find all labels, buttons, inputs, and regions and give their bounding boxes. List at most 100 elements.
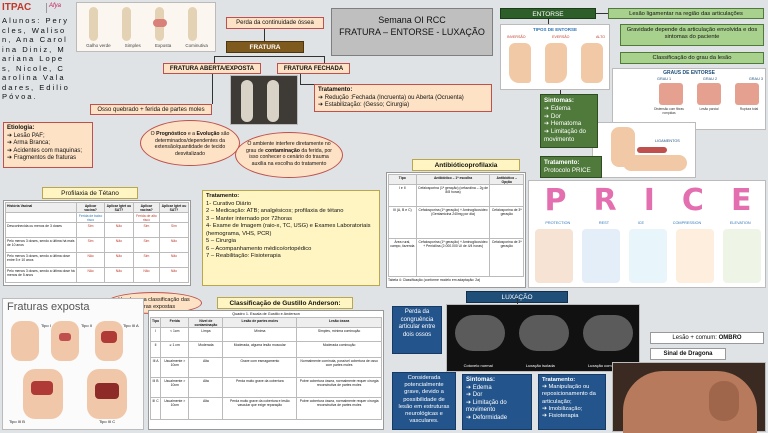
table-header: Tipo [149, 317, 162, 328]
exposta-label: Tipo III B [9, 419, 25, 424]
sintoma-item: Edema [466, 385, 528, 393]
table-cell: Perda muito grave da cobertura e lesão v… [222, 397, 298, 420]
table-row: III B Usualmente > 10cm Alta Perda muito… [149, 377, 382, 398]
table-cell: III (A, B e C) [388, 206, 417, 239]
sintoma-item: Limitação do movimento [544, 128, 594, 144]
table-row: II ≥ 1 cm Moderada Moderada, alguma lesã… [149, 341, 382, 358]
price-label: ELEVATION [729, 221, 751, 225]
tratamento-title: Tratamento: [206, 193, 240, 199]
sintoma-item: Dor [466, 392, 528, 400]
price-label: PROTECTION [545, 221, 571, 225]
antibiotico-title: Antibióticoprofilaxia [412, 159, 520, 171]
table-cell: Cefalosporina de 3ª geração [489, 206, 524, 239]
etiologia-box: Etiologia: Lesão PAF; Arma Branca; Acide… [3, 122, 93, 168]
ambiente-oval: O ambiente interfere diretamente no grau… [235, 132, 343, 178]
table-cell: Desconhecida ou menos de 3 doses [4, 222, 78, 238]
table-header: Aplicar Igtet ou SAT? [158, 202, 190, 213]
table-row: Pelo menos 3 doses, sendo a última dose … [4, 267, 190, 283]
grau-label: GRAU 2 [702, 77, 718, 81]
table-cell: Cefalosporina (1ª geração) (cefazolina –… [415, 184, 491, 207]
luxacao-perda-box: Perda da congruência articular entre doi… [392, 306, 442, 354]
table-cell: I [149, 327, 162, 342]
tipo-entorse-label: EVERSÃO [552, 35, 570, 39]
tetano-table: História Vacinal Aplicar vacina? Aplicar… [3, 200, 191, 286]
table-cell: Moderada [188, 341, 224, 358]
table-header: Aplicar vacina? [76, 202, 105, 213]
table-cell: Pelo menos 3 doses, sendo a última dose … [4, 267, 78, 283]
tipos-entorse-title: TIPOS DE ENTORSE [533, 27, 577, 32]
afya-logo: Afya [46, 3, 70, 13]
table-cell: Cefalosporina (1ª geração) + Aminoglicos… [415, 206, 491, 239]
tratamento-item: Redução :Fechada (Incruenta) ou Aberta (… [318, 95, 488, 103]
entorse-tratamento-box: Tratamento: Protocolo PRICE [540, 156, 602, 178]
price-label: ICE [637, 221, 645, 225]
table-header: Lesão óssea [296, 317, 382, 328]
tratamento-step: 1- Curativo Diário [206, 200, 252, 207]
table-cell: Alta [188, 357, 224, 378]
sintoma-item: Limitação do movimento [466, 400, 528, 415]
etiologia-item: Acidentes com maquinas; [7, 148, 89, 156]
tratamento-step: 2 – Medicação: ATB; analgésicos; profila… [206, 208, 344, 215]
table-cell: Não [158, 267, 190, 283]
price-letter: I [643, 183, 655, 218]
tratamento-title: Tratamento: [318, 87, 353, 93]
tratamento-step: 7 – Reabilitação: Fisioterapia [206, 253, 281, 260]
table-cell: Usualmente > 10cm [160, 397, 190, 420]
table-subheader: Ferida de baixo risco [76, 212, 105, 223]
table-cell: Pobre cobertura óssea, normalmente reque… [296, 397, 382, 420]
table-cell: < 1cm [160, 327, 190, 342]
table-cell: Usualmente > 10cm [160, 357, 190, 378]
prognostico-text: O [150, 131, 157, 137]
table-cell: Normalmente cominuta, possível cobertura… [296, 357, 382, 378]
entorse-gravidade-box: Gravidade depende da articulação envolvi… [620, 24, 764, 46]
tratamento-title: Tratamento: [542, 377, 576, 383]
table-cell: Não [103, 222, 134, 238]
tratamento-step: 3 – Manter internado por 72horas [206, 215, 293, 222]
title-line2: FRATURA – ENTORSE - LUXAÇÃO [339, 27, 485, 37]
table-header: Nível de contaminação [188, 317, 224, 328]
luxacao-considerada-box: Considerada potencialmente grave, devido… [392, 372, 456, 430]
grau-desc: Distensão com fibras rompidas [654, 107, 684, 115]
ambiente-text: O ambiente interfere diretamente no grau… [246, 141, 331, 154]
table-cell: Não [103, 267, 134, 283]
prognostico-text: são determinados/dependentes da extensão… [154, 131, 230, 157]
sintoma-item: Edema [544, 105, 594, 113]
table-header: Antibiótico – 1ª escolha [415, 174, 491, 185]
table-cell: III B [149, 377, 162, 398]
table-row: I e II Cefalosporina (1ª geração) (cefaz… [388, 184, 524, 207]
table-caption: Tabela 4: Classificação (conforme modelo… [388, 278, 481, 282]
table-header: Aplicar vacina? [132, 202, 160, 213]
price-letter: P [544, 183, 567, 218]
tratamento-item: Imobilização; [542, 406, 602, 413]
grau-desc: Ruptura total [739, 107, 759, 111]
table-header: Lesão de partes moles [222, 317, 298, 328]
gustilo-title: Classificação de Gustillo Anderson: [217, 297, 353, 309]
entorse-lesao-box: Lesão ligamentar na região das articulaç… [608, 8, 764, 19]
table-cell: Pelo menos 3 doses, sendo a última dose … [4, 252, 78, 268]
fracture-type-label: Galho verde [86, 43, 111, 48]
table-cell: Área rural, campo, fazenda [388, 238, 417, 277]
table-cell: Não [76, 252, 105, 268]
price-label: REST [598, 221, 610, 225]
shoulder-photo [612, 362, 766, 433]
graus-entorse-illustration: GRAUS DE ENTORSE GRAU 1 GRAU 2 GRAU 3 Di… [612, 68, 766, 130]
entorse-label: ENTORSE [500, 8, 596, 19]
etiologia-item: Lesão PAF; [7, 133, 89, 141]
table-cell: Simples, mínima cominução [296, 327, 382, 342]
table-caption: Quadro 1. Escala de Gustilo e Anderson [232, 312, 300, 316]
table-header: Antibiótico – Opção [489, 174, 524, 185]
contaminacao-bold: contaminação [265, 147, 300, 154]
sintoma-item: Hematoma [544, 120, 594, 128]
table-row: Pelo menos 3 doses, sendo a última há ma… [4, 237, 190, 253]
table-cell: Sim [76, 237, 105, 253]
tratamento-item: Manipulação ou reposicionamento da artic… [542, 384, 602, 406]
table-row: I < 1cm Limpa Mínima Simples, mínima com… [149, 327, 382, 342]
fracture-type-label: Cominutiva [185, 43, 208, 48]
table-cell: Não [132, 267, 160, 283]
tipo-entorse-label: INVERSÃO [507, 35, 526, 39]
gustilo-table: Quadro 1. Escala de Gustilo e Anderson T… [148, 310, 384, 430]
profilaxia-tetano-title: Profilaxia de Tétano [42, 187, 138, 199]
table-cell: Usualmente > 10cm [160, 377, 190, 398]
fracture-type-label: Exposta [154, 43, 172, 48]
table-cell: I e II [388, 184, 417, 207]
